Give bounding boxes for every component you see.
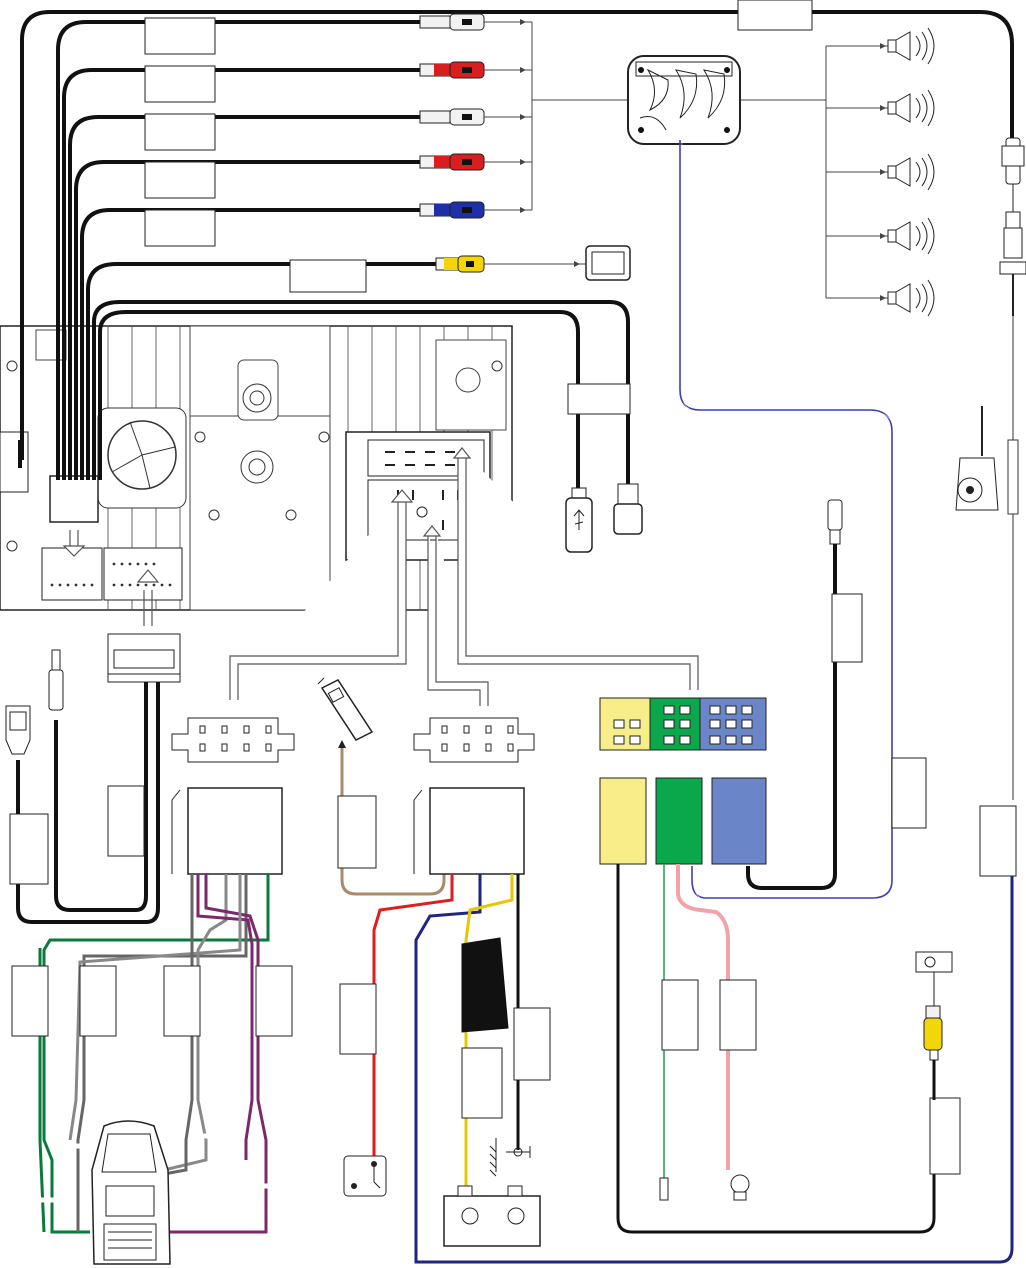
iso-connector-icon: [107, 633, 181, 683]
amp-remote-wire: [679, 140, 893, 899]
head-unit-chassis: [0, 325, 513, 611]
bulb-icon: [730, 1174, 750, 1201]
wire-label-box: [9, 813, 49, 885]
gps-antenna-icon: [827, 499, 843, 545]
cell-phone-icon: [317, 677, 374, 741]
wire-label-box: [891, 757, 927, 829]
mini-jack-icon: [613, 483, 643, 535]
ipod-icon: [5, 705, 31, 755]
wire-end-icon: [659, 1177, 669, 1201]
output-wires: [20, 10, 1014, 488]
wire-label-box: [11, 965, 293, 1037]
wire-label-box: [107, 785, 145, 857]
fuse-icon: [461, 937, 509, 1033]
iso-connector-icon: [599, 697, 767, 865]
antenna-plug-icon: [999, 137, 1026, 800]
ground-icon: [489, 1138, 531, 1177]
power-plug-icon: [413, 717, 535, 875]
wire-label-box: [661, 979, 961, 1175]
speaker-plug-icon: [171, 717, 295, 875]
antenna-mount-icon: [955, 406, 999, 511]
harness-socket-left: [41, 547, 183, 601]
battery-icon: [443, 1185, 541, 1247]
cooling-fan-icon: [97, 407, 187, 509]
amplifier-icon: [627, 55, 741, 145]
wire-label-box: [979, 805, 1017, 877]
usb-plug-icon: [565, 487, 593, 553]
aux-plug-icon: [48, 649, 64, 711]
ignition-switch-icon: [343, 1155, 387, 1197]
speaker-icon: [887, 27, 935, 317]
connector-arrows: [69, 454, 699, 706]
wire-label-box: [144, 0, 813, 415]
rca-plug-icon: [419, 13, 485, 273]
wire-label-box: [337, 795, 377, 869]
wire-label-box: [831, 593, 863, 663]
car-topview-icon: [91, 1120, 171, 1265]
wire-label-box: [339, 983, 551, 1119]
monitor-icon: [585, 245, 631, 281]
camera-icon: [915, 951, 953, 1100]
